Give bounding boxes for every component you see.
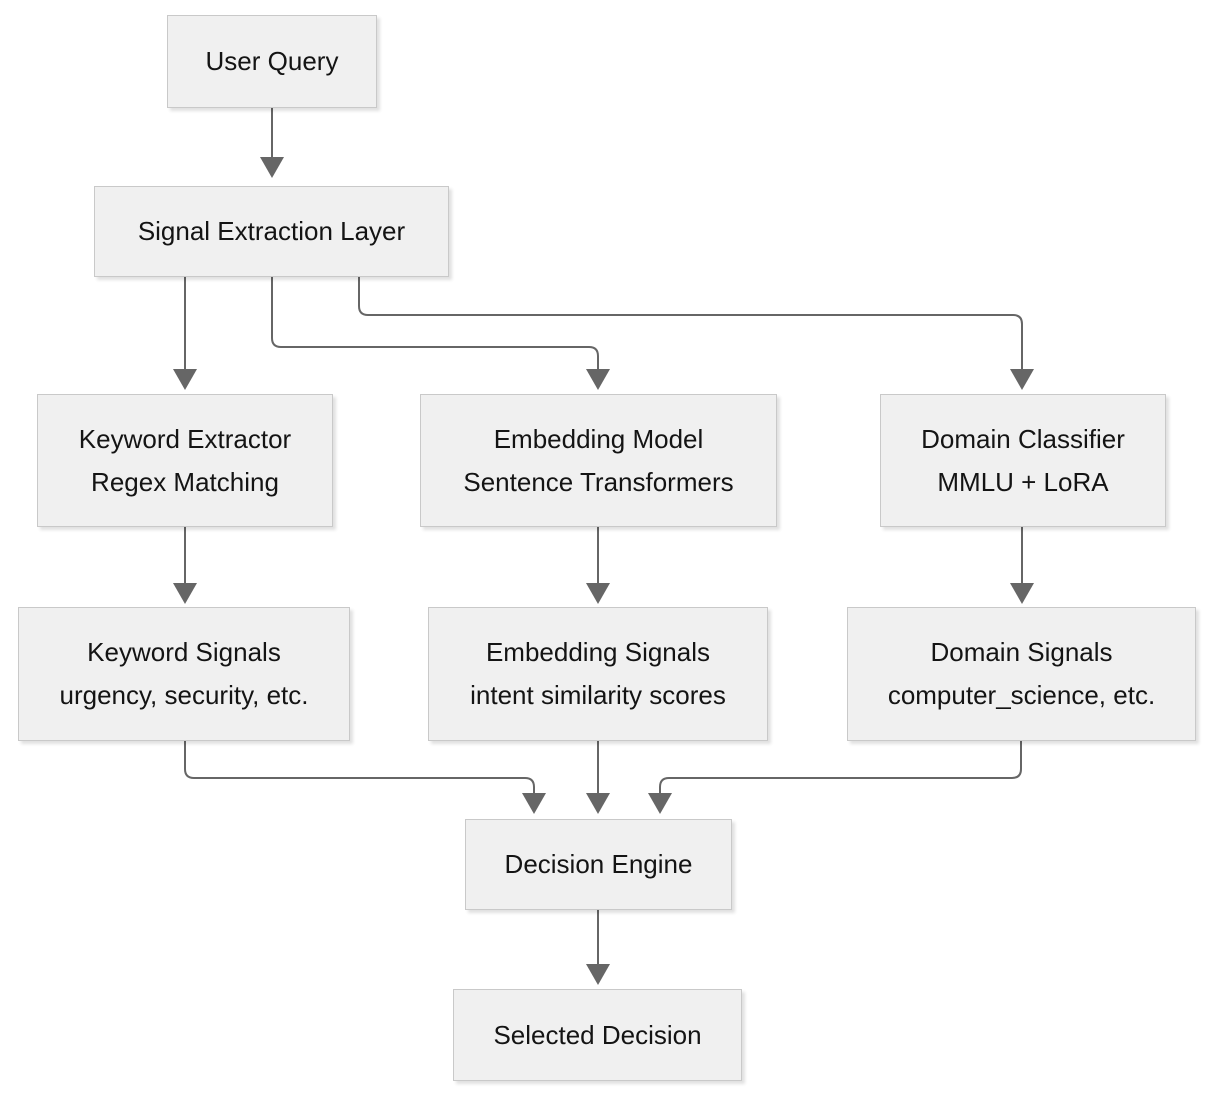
node-domain-signals: Domain Signals computer_science, etc. bbox=[847, 607, 1196, 741]
node-label: Domain Signals bbox=[930, 637, 1113, 668]
node-embedding-signals: Embedding Signals intent similarity scor… bbox=[428, 607, 768, 741]
node-domain-classifier: Domain Classifier MMLU + LoRA bbox=[880, 394, 1166, 527]
node-label: Signal Extraction Layer bbox=[137, 216, 406, 247]
edge-domain-classifier-to-domain-signals bbox=[1010, 527, 1034, 604]
node-sublabel: Sentence Transformers bbox=[463, 466, 734, 497]
node-selected-decision: Selected Decision bbox=[453, 989, 742, 1081]
node-label: Selected Decision bbox=[493, 1019, 702, 1050]
edge-signal-extraction-to-domain-classifier bbox=[358, 277, 1034, 390]
node-sublabel: intent similarity scores bbox=[470, 680, 726, 710]
node-sublabel: urgency, security, etc. bbox=[59, 680, 309, 710]
node-label: Keyword Signals bbox=[87, 637, 281, 668]
node-sublabel: MMLU + LoRA bbox=[937, 466, 1109, 497]
node-embedding-model: Embedding Model Sentence Transformers bbox=[420, 394, 777, 527]
node-label: Embedding Signals bbox=[485, 637, 711, 668]
node-label: Embedding Model bbox=[493, 423, 704, 454]
node-label: Domain Classifier bbox=[921, 423, 1125, 454]
node-label: User Query bbox=[205, 46, 339, 77]
edge-domain-signals-to-decision-engine bbox=[648, 741, 1022, 814]
node-keyword-signals: Keyword Signals urgency, security, etc. bbox=[18, 607, 350, 741]
node-label: Keyword Extractor bbox=[78, 423, 292, 454]
node-signal-extraction-layer: Signal Extraction Layer bbox=[94, 186, 449, 277]
edge-decision-engine-to-selected-decision bbox=[586, 910, 610, 985]
edge-embedding-model-to-embedding-signals bbox=[586, 527, 610, 604]
node-keyword-extractor: Keyword Extractor Regex Matching bbox=[37, 394, 333, 527]
node-user-query: User Query bbox=[167, 15, 377, 108]
node-sublabel: computer_science, etc. bbox=[887, 680, 1156, 710]
edge-keyword-signals-to-decision-engine bbox=[184, 741, 546, 814]
edge-embedding-signals-to-decision-engine bbox=[586, 741, 610, 814]
edge-signal-extraction-to-embedding-model bbox=[271, 277, 610, 390]
node-decision-engine: Decision Engine bbox=[465, 819, 732, 910]
edge-keyword-extractor-to-keyword-signals bbox=[173, 527, 197, 604]
node-label: Decision Engine bbox=[504, 849, 693, 880]
node-sublabel: Regex Matching bbox=[91, 466, 279, 497]
edge-user-query-to-signal-extraction bbox=[260, 108, 284, 178]
edge-signal-extraction-to-keyword-extractor bbox=[173, 277, 197, 390]
